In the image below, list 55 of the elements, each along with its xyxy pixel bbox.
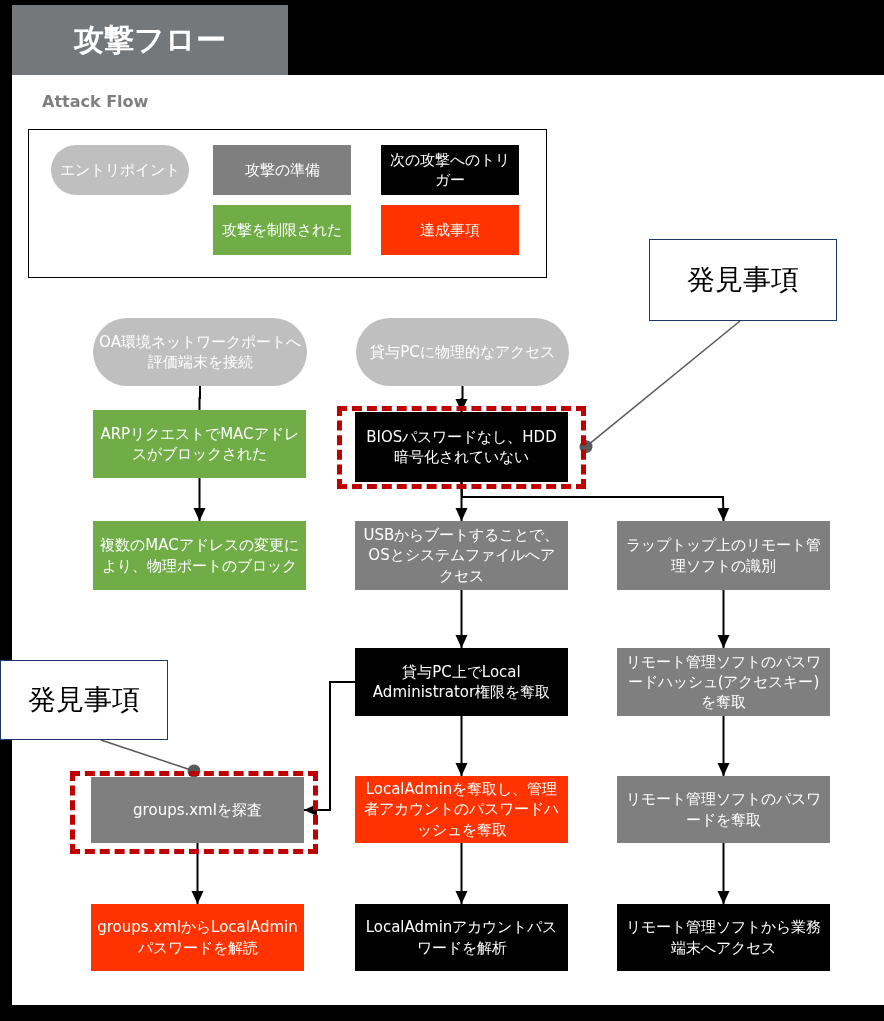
blocked-step-box [93, 521, 306, 590]
arrow [303, 681, 356, 816]
step-text: リモート管理ソフトのパスワードハッシュ(アクセスキー)を奪取 [625, 651, 822, 713]
subtitle: Attack Flow [42, 92, 149, 111]
step-text: groups.xmlからLocalAdminパスワードを解読 [96, 917, 299, 958]
legend-text: 攻撃を制限された [221, 219, 343, 241]
arrow [455, 715, 468, 777]
preparation-step-box [91, 777, 304, 843]
achievement-box [91, 904, 304, 971]
step-text: USBからブートすることで、OSとシステムファイルへアクセス [362, 525, 561, 586]
preparation-step-box [617, 776, 830, 843]
step-text: 貸与PC上でLocal Administrator権限を奪取 [371, 661, 552, 703]
arrow [455, 385, 468, 413]
finding-callout [0, 660, 168, 740]
step-text: BIOSパスワードなし、HDD暗号化されていない [365, 426, 558, 468]
step-text: リモート管理ソフトから業務端末へアクセス [625, 917, 822, 958]
step-text: LocalAdminアカウントパスワードを解析 [364, 917, 559, 958]
step-text: groups.xmlを探査 [132, 799, 263, 821]
step-text: リモート管理ソフトのパスワードを奪取 [625, 789, 822, 830]
legend-text: 達成事項 [419, 219, 481, 241]
arrow [455, 842, 468, 905]
finding-highlight-frame [337, 406, 586, 489]
connector-line [198, 385, 201, 411]
leader-line [579, 320, 741, 454]
legend-text: エントリポイント [59, 159, 181, 181]
arrow [460, 481, 730, 522]
arrow [717, 589, 730, 649]
achievement-box [355, 776, 568, 843]
arrow [717, 842, 730, 905]
step-text: LocalAdminを奪取し、管理者アカウントのパスワードハッシュを奪取 [363, 779, 560, 840]
legend-text: 攻撃の準備 [243, 159, 321, 181]
trigger-step-box [617, 904, 830, 971]
preparation-step-box [617, 648, 830, 716]
arrow [191, 842, 204, 905]
arrow [717, 715, 730, 777]
arrow [455, 589, 468, 649]
finding-callout [649, 239, 837, 321]
title: 攻撃フロー [74, 20, 226, 59]
callout-text: 発見事項 [686, 262, 800, 299]
trigger-step-box [355, 904, 568, 971]
trigger-step-box [355, 648, 568, 716]
step-text: 複数のMACアドレスの変更により、物理ポートのブロック [99, 535, 300, 576]
trigger-step-box [355, 412, 568, 482]
step-text: ARPリクエストでMACアドレスがブロックされた [99, 423, 300, 465]
leader-line [100, 739, 201, 778]
step-text: ラップトップ上のリモート管理ソフトの識別 [625, 535, 822, 576]
step-text: OA環境ネットワークポートへ評価端末を接続 [98, 331, 302, 373]
legend-text: 次の攻撃へのトリガー [389, 149, 511, 191]
step-text: 貸与PCに物理的なアクセス [369, 341, 556, 363]
finding-highlight-frame [70, 771, 318, 854]
preparation-step-box [355, 521, 568, 590]
preparation-step-box [617, 521, 830, 590]
callout-text: 発見事項 [27, 682, 141, 719]
blocked-step-box [93, 410, 306, 478]
arrow [193, 477, 206, 522]
